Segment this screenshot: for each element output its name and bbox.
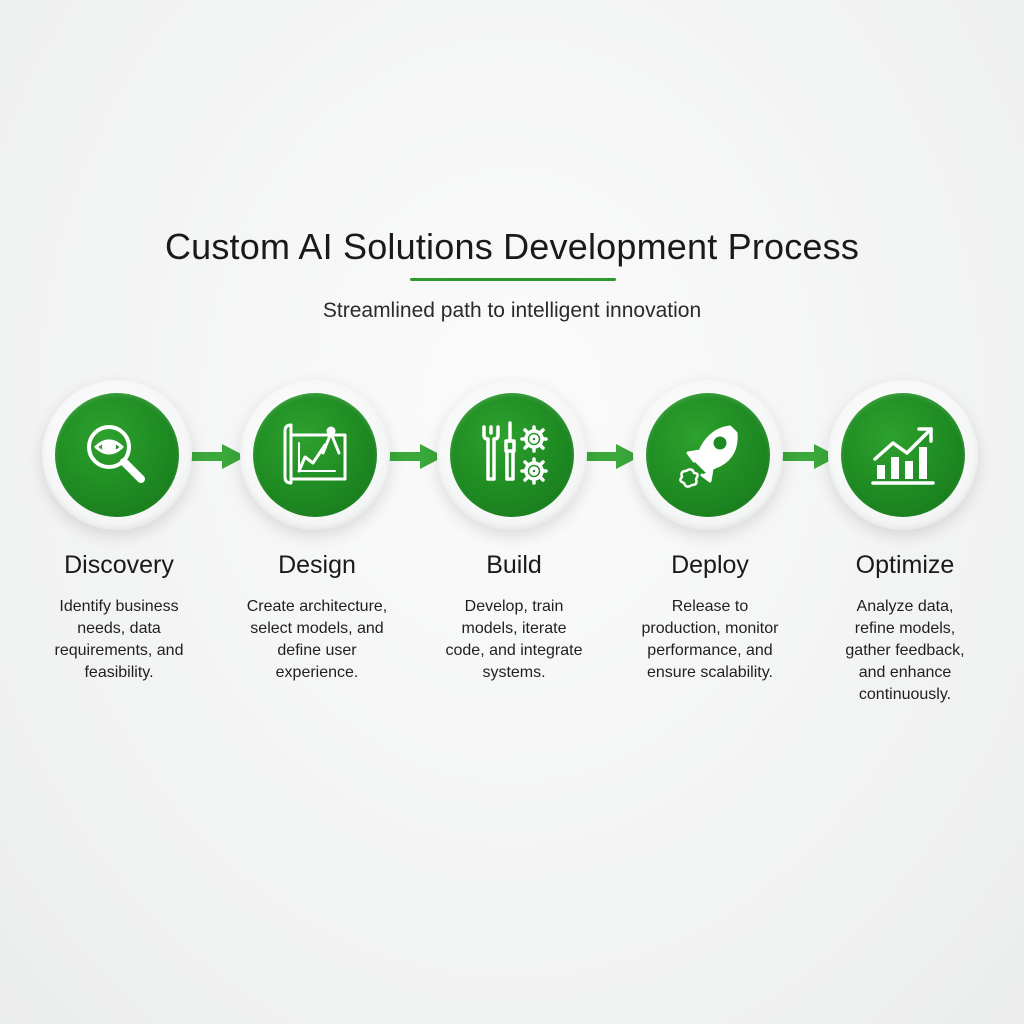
step-title: Discovery [64,551,174,579]
tools-gears-icon [450,393,574,517]
icon-ring [240,380,390,530]
step-title: Deploy [671,551,749,579]
page-title: Custom AI Solutions Development Process [164,226,860,267]
step-description: Develop, train models, iterate code, and… [445,598,583,681]
icon-ring [437,380,587,530]
step-description: Identify business needs, data requiremen… [54,598,184,681]
step-description: Analyze data, refine models, gather feed… [845,598,965,703]
icon-ring [633,380,783,530]
title-underline [410,278,616,281]
step-title: Optimize [855,551,955,579]
icon-ring [828,380,978,530]
step-description: Create architecture, select models, and … [246,598,388,681]
growth-chart-icon [841,393,965,517]
page-subtitle: Streamlined path to intelligent innovati… [322,299,702,322]
step-description: Release to production, monitor performan… [641,598,779,681]
blueprint-compass-icon [253,393,377,517]
rocket-icon [646,393,770,517]
step-title: Design [278,551,356,579]
magnifier-eye-icon [55,393,179,517]
step-title: Build [486,551,542,579]
icon-ring [42,380,192,530]
